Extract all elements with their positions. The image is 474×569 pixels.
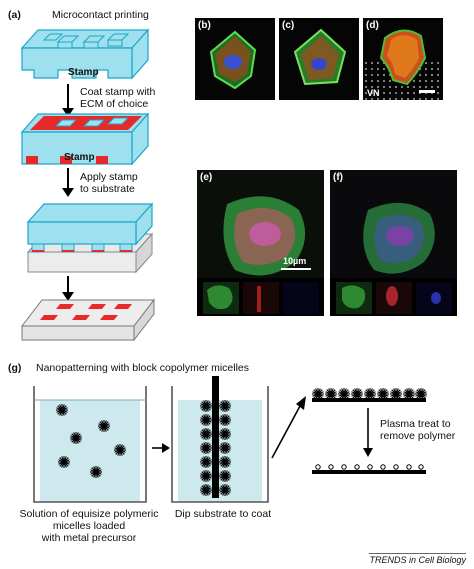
micrograph-b: (b) [195, 18, 275, 100]
patterned-substrate [20, 298, 156, 342]
micrograph-f-label: (f) [333, 172, 343, 183]
micrograph-e-cell [197, 196, 324, 316]
beaker-solution [33, 386, 147, 503]
micrograph-f: (f) [330, 170, 457, 316]
stamp-on-substrate [26, 202, 154, 274]
micrograph-c: (c) [279, 18, 359, 100]
micrograph-f-cell [330, 202, 457, 316]
panel-a-label: (a) [8, 9, 21, 21]
caption-dip: Dip substrate to coat [174, 508, 272, 520]
caption-solution-line-1: Solution of equisize polymeric [19, 508, 159, 520]
final-substrate [312, 464, 426, 474]
micrograph-b-label: (b) [198, 20, 211, 31]
scale-bar-label: 10µm [283, 256, 307, 266]
beaker-dip [171, 376, 269, 503]
step-1-line-2: ECM of choice [80, 98, 149, 110]
micrograph-d-overlay: VN [367, 88, 380, 98]
micrograph-d-cell [363, 29, 443, 100]
micrograph-c-cell [293, 28, 347, 86]
step-2-line-1: Apply stamp [80, 171, 138, 183]
plasma-line-1: Plasma treat to [380, 418, 451, 430]
micrograph-e: (e) 10µm [197, 170, 324, 316]
panel-a-title: Microcontact printing [52, 9, 149, 21]
caption-solution: Solution of equisize polymeric micelles … [8, 508, 170, 544]
stamp-2-label: Stamp [64, 152, 95, 163]
panel-g-title: Nanopatterning with block copolymer mice… [36, 362, 250, 374]
caption-solution-line-2: micelles loaded [52, 520, 126, 532]
plasma-line-2: remove polymer [380, 430, 456, 442]
micrograph-c-label: (c) [282, 20, 295, 31]
stamp-2-coated [20, 112, 150, 166]
step-1-line-1: Coat stamp with [80, 86, 156, 98]
panel-g-label: (g) [8, 362, 22, 374]
micrograph-d: (d) VN [363, 18, 443, 100]
coated-substrate [311, 387, 428, 402]
micrograph-e-label: (e) [200, 172, 213, 183]
micrograph-b-cell [209, 30, 257, 90]
footer-credit: TRENDS in Cell Biology [369, 553, 466, 565]
stamp-1-label: Stamp [68, 67, 99, 78]
stamp-1 [20, 28, 150, 80]
micrograph-d-label: (d) [366, 20, 379, 31]
step-2-line-2: to substrate [80, 183, 135, 195]
caption-solution-line-3: with metal precursor [41, 532, 137, 544]
